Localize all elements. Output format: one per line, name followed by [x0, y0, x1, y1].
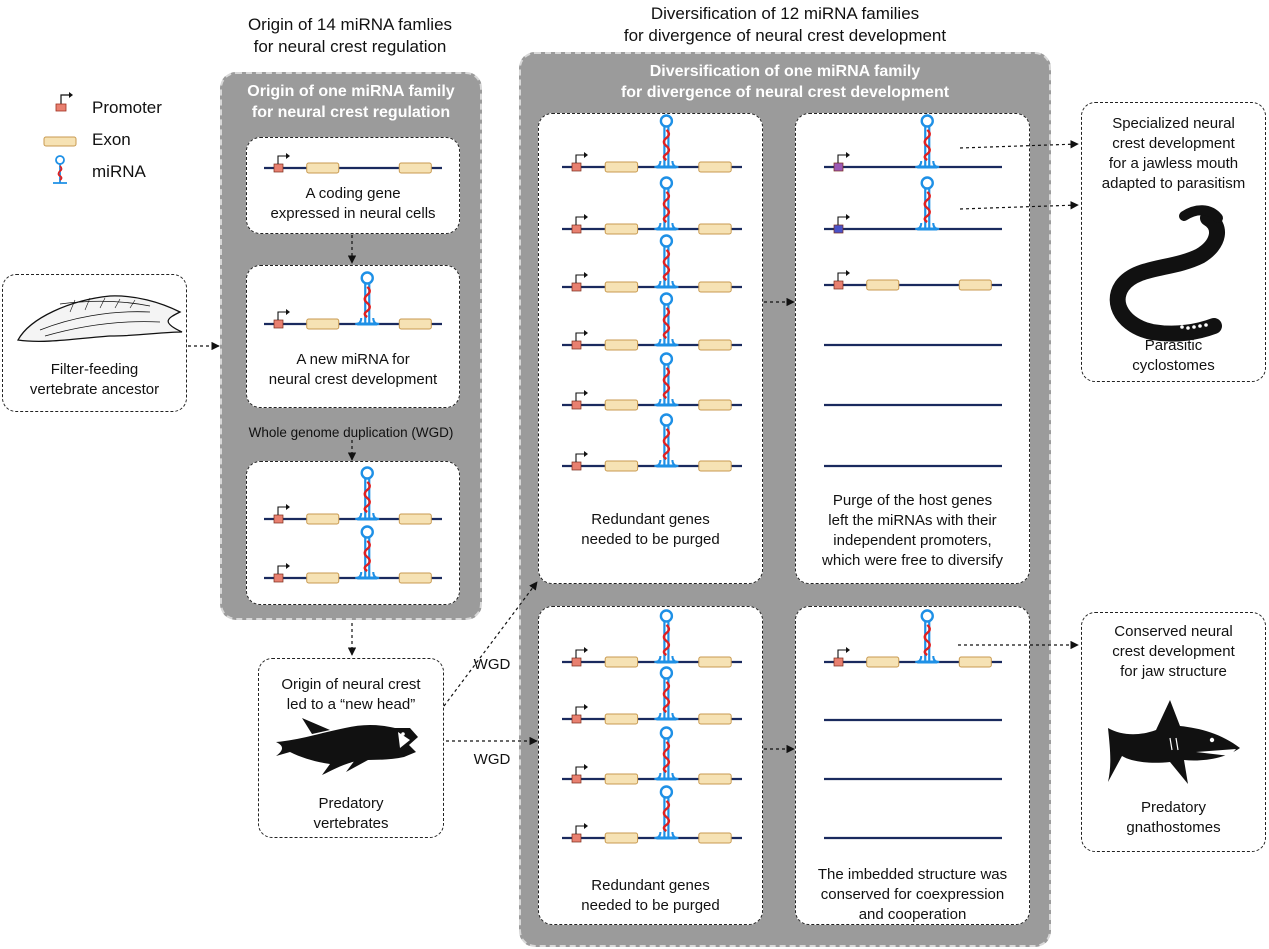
cyclostomes-caption: Specialized neural crest development for… [1101, 115, 1246, 192]
coding-gene-caption: A coding gene expressed in neural cells [270, 185, 436, 222]
coding-gene-card [246, 137, 460, 234]
legend-exon-label: Exon [92, 130, 131, 149]
diversification-panel-title: Diversification of one miRNA family for … [620, 63, 950, 101]
purged-host-genes-card [795, 113, 1030, 584]
origin-section-title: Origin of 14 miRNA famlies for neural cr… [247, 15, 453, 56]
origin-panel-title: Origin of one miRNA family for neural cr… [247, 83, 455, 121]
gnathostomes-label: Predatory gnathostomes [1126, 799, 1221, 836]
diversification-section-title: Diversification of 12 miRNA families for… [623, 4, 947, 45]
wgd-label-upper: WGD [473, 656, 511, 673]
predatory-label: Predatory vertebrates [313, 795, 389, 832]
purge-caption: Purge of the host genes left the miRNAs … [822, 492, 1003, 569]
gnathostomes-caption: Conserved neural crest development for j… [1112, 623, 1235, 680]
legend-mirna-icon [53, 155, 67, 184]
ancestor-label: Filter-feeding vertebrate ancestor [29, 361, 160, 398]
predatory-caption: Origin of neural crest led to a “new hea… [281, 676, 421, 713]
wgd-label-lower: WGD [473, 751, 511, 768]
duplicated-genes-card [246, 461, 460, 605]
wgd-label-origin: Whole genome duplication (WGD) [248, 425, 454, 440]
new-mirna-caption: A new miRNA for neural crest development [268, 351, 438, 388]
new-mirna-card [246, 265, 460, 408]
legend-promoter-label: Promoter [92, 98, 162, 117]
cyclostomes-label: Parasitic cyclostomes [1132, 337, 1215, 374]
legend-exon-icon [43, 136, 77, 147]
redundant-genes-caption-top: Redundant genes needed to be purged [581, 511, 720, 548]
redundant-genes-caption-bottom: Redundant genes needed to be purged [581, 877, 720, 914]
legend-mirna-label: miRNA [92, 162, 146, 181]
conserved-caption: The imbedded structure was conserved for… [817, 866, 1008, 923]
legend-promoter-icon [55, 92, 73, 112]
